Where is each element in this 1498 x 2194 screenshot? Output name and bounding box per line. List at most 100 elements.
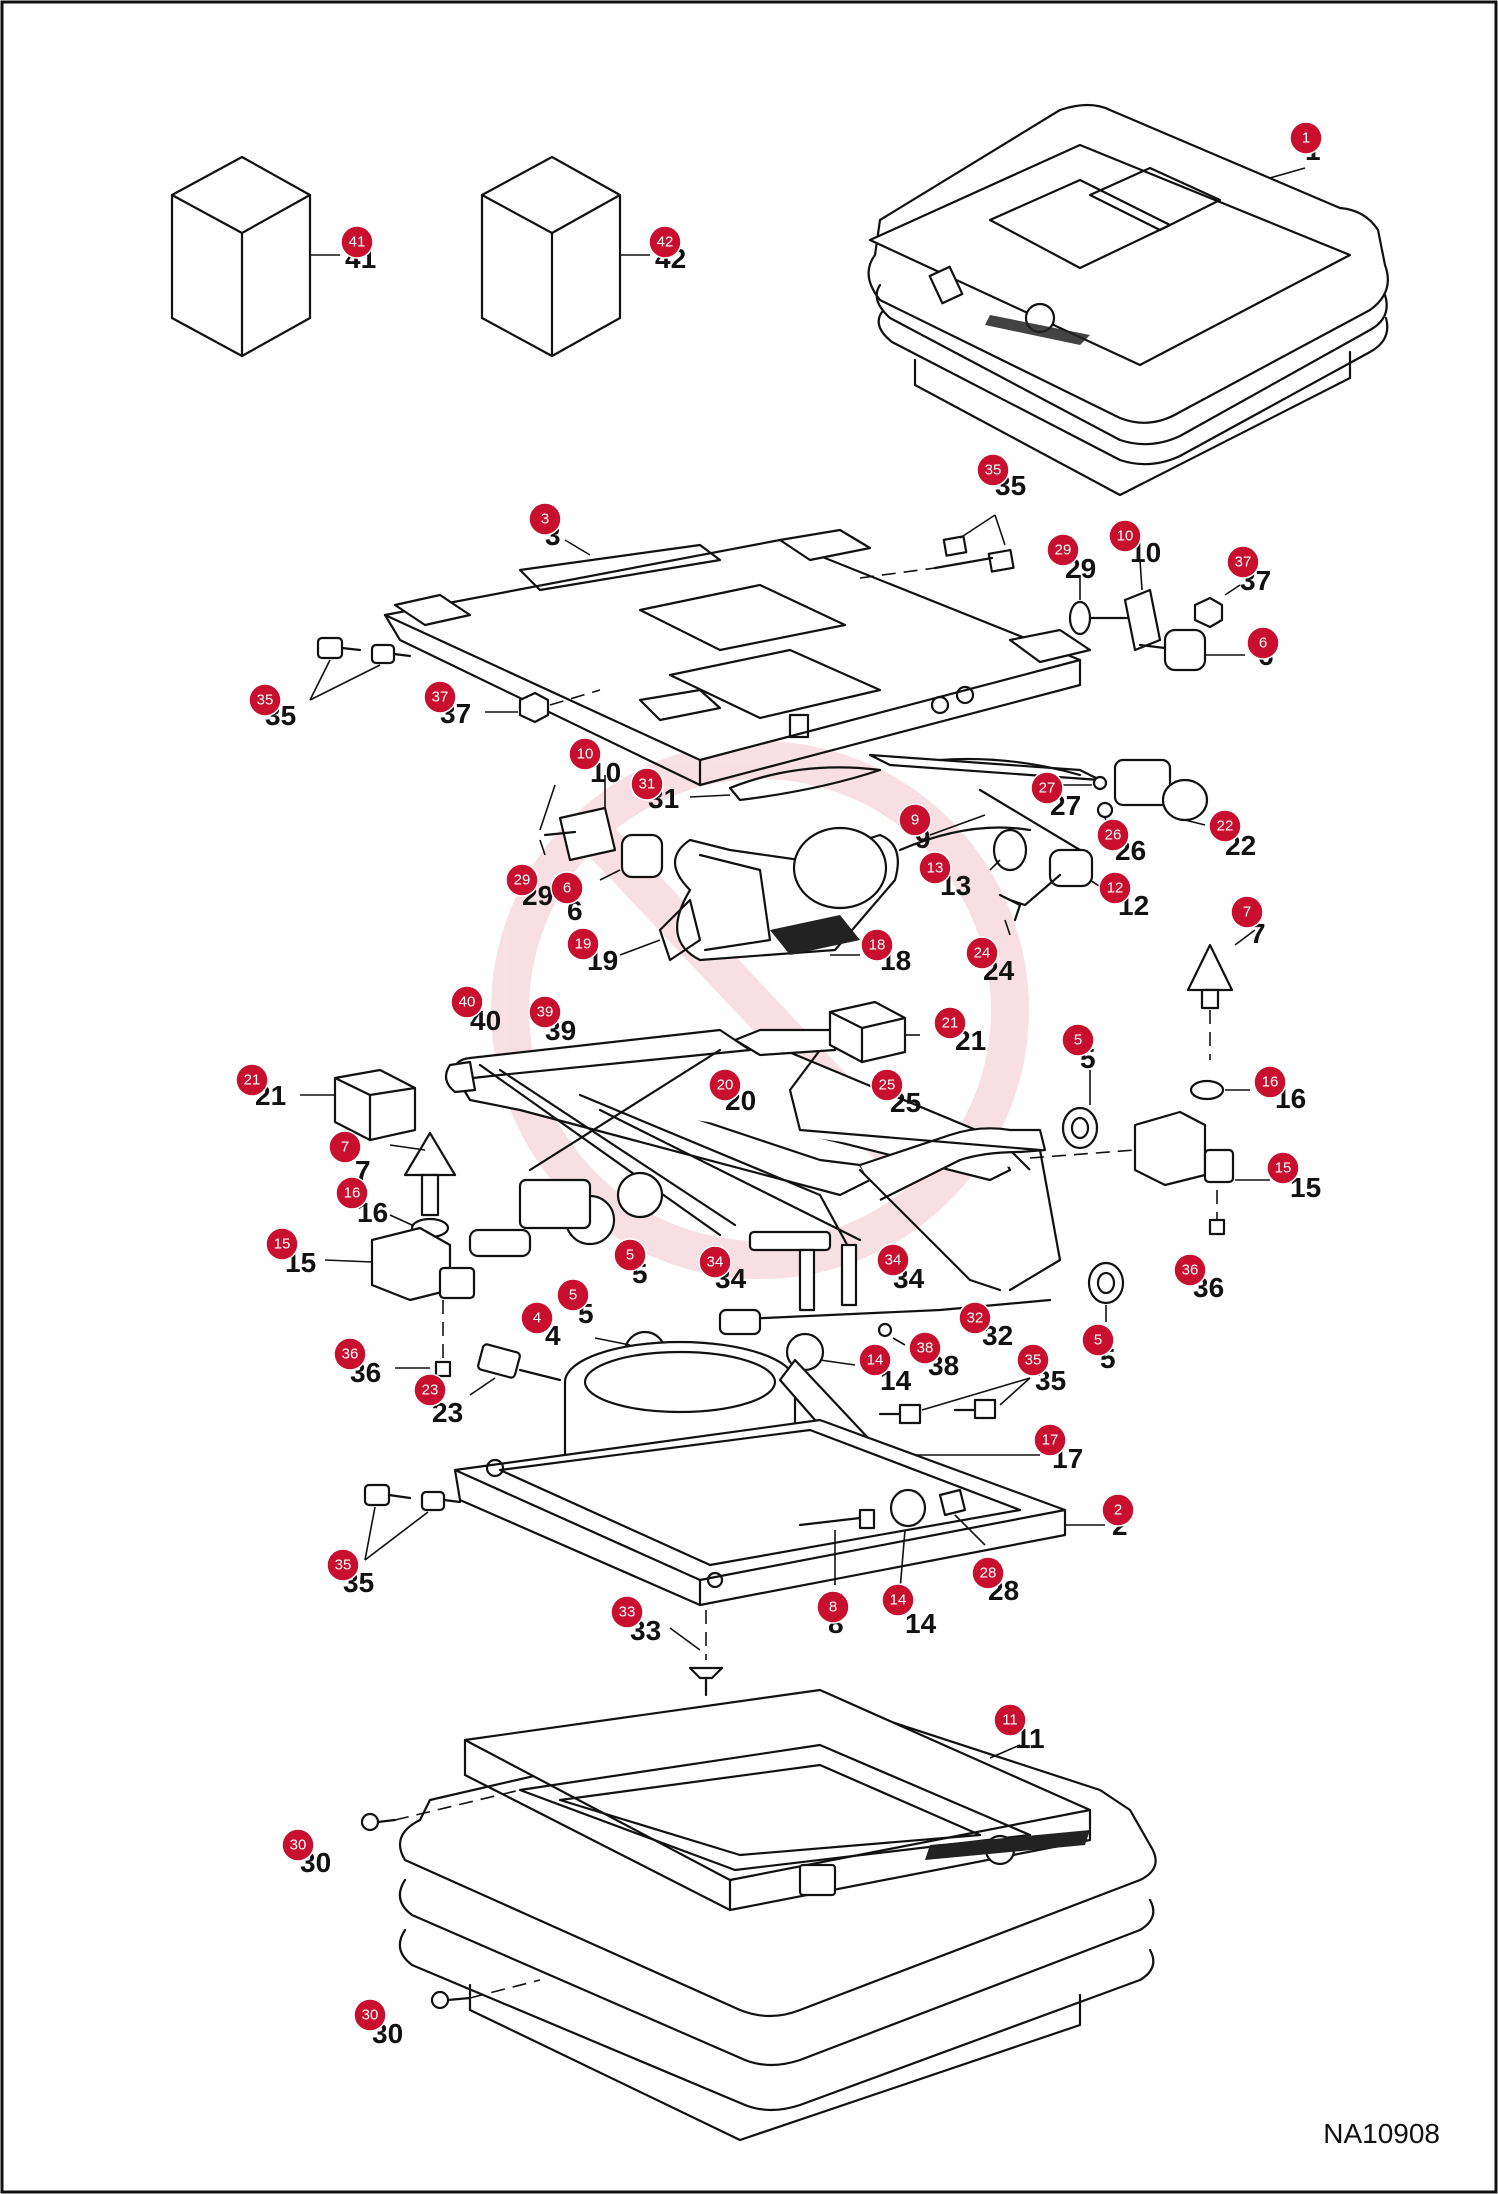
part-35-bolts-lower-left (363, 1483, 462, 1561)
bubble-37-left[interactable]: 37 (423, 680, 457, 714)
bubble-30-upper[interactable]: 30 (281, 1828, 315, 1862)
bubble-5-upper[interactable]: 5 (1061, 1023, 1095, 1057)
bubble-36-left[interactable]: 36 (333, 1337, 367, 1371)
svg-text:31: 31 (639, 776, 656, 793)
bubble-33[interactable]: 33 (610, 1595, 644, 1629)
bubble-37-upper[interactable]: 37 (1226, 545, 1260, 579)
bubble-28[interactable]: 28 (971, 1556, 1005, 1590)
svg-text:15: 15 (274, 1236, 291, 1253)
bubble-35-lower[interactable]: 35 (326, 1548, 360, 1582)
bubble-42[interactable]: 42 (648, 225, 682, 259)
bubble-18[interactable]: 18 (860, 928, 894, 962)
part-14-bushing-lower (889, 1488, 927, 1591)
bubble-9[interactable]: 9 (898, 803, 932, 837)
svg-text:30: 30 (362, 2007, 379, 2024)
svg-text:30: 30 (290, 1837, 307, 1854)
bubble-34-right[interactable]: 34 (876, 1243, 910, 1277)
bubble-6-upper[interactable]: 6 (1246, 626, 1280, 660)
bubble-22[interactable]: 22 (1208, 809, 1242, 843)
bubble-15-right[interactable]: 15 (1266, 1151, 1300, 1185)
bubble-5-lower-right[interactable]: 5 (1081, 1323, 1115, 1357)
svg-text:1: 1 (1302, 130, 1310, 147)
bubble-24[interactable]: 24 (965, 936, 999, 970)
part-30-screw-lower (430, 1979, 541, 2010)
part-6-knob-left (599, 833, 664, 881)
bubble-41[interactable]: 41 (340, 225, 374, 259)
part-7-cone-bumper-left (389, 1131, 457, 1217)
part-10-bracket-left (539, 775, 617, 862)
bubble-31[interactable]: 31 (630, 767, 664, 801)
svg-text:41: 41 (349, 234, 366, 251)
svg-text:8: 8 (829, 1599, 837, 1616)
bubble-15-left[interactable]: 15 (265, 1227, 299, 1261)
bubble-38[interactable]: 38 (908, 1331, 942, 1365)
bubble-14-lower[interactable]: 14 (881, 1583, 915, 1617)
bubble-11[interactable]: 11 (993, 1703, 1027, 1737)
svg-text:40: 40 (459, 994, 476, 1011)
svg-text:27: 27 (1039, 780, 1056, 797)
bubble-14-upper[interactable]: 14 (858, 1343, 892, 1377)
bubble-21-right[interactable]: 21 (933, 1006, 967, 1040)
svg-text:32: 32 (967, 1310, 984, 1327)
svg-text:37: 37 (432, 689, 449, 706)
part-16-washer-right (1189, 1079, 1250, 1101)
bubble-16-left[interactable]: 16 (335, 1176, 369, 1210)
bubble-27[interactable]: 27 (1030, 771, 1064, 805)
bubble-10-upper[interactable]: 10 (1108, 519, 1142, 553)
svg-text:23: 23 (422, 1382, 439, 1399)
bubble-10-left[interactable]: 10 (568, 737, 602, 771)
bubble-40[interactable]: 40 (450, 985, 484, 1019)
svg-text:35: 35 (1025, 1352, 1042, 1369)
svg-text:36: 36 (1182, 1262, 1199, 1279)
bubble-25[interactable]: 25 (870, 1068, 904, 1102)
bubble-17[interactable]: 17 (1033, 1423, 1067, 1457)
bubble-7-right[interactable]: 7 (1230, 895, 1264, 929)
bubble-26[interactable]: 26 (1096, 818, 1130, 852)
svg-text:34: 34 (707, 1254, 724, 1271)
part-10-bracket-upper (1123, 559, 1162, 652)
bubble-20[interactable]: 20 (708, 1068, 742, 1102)
bubble-34-left[interactable]: 34 (698, 1245, 732, 1279)
bubble-39[interactable]: 39 (528, 995, 562, 1029)
bubble-4[interactable]: 4 (520, 1301, 554, 1335)
bubble-12[interactable]: 12 (1098, 871, 1132, 905)
svg-text:35: 35 (985, 462, 1002, 479)
part-41-kit-box (170, 155, 340, 358)
svg-text:38: 38 (917, 1340, 934, 1357)
svg-text:20: 20 (717, 1077, 734, 1094)
bubble-30-lower[interactable]: 30 (353, 1998, 387, 2032)
bubble-16-right[interactable]: 16 (1253, 1065, 1287, 1099)
bubble-35-mid[interactable]: 35 (1016, 1343, 1050, 1377)
bubble-23[interactable]: 23 (413, 1373, 447, 1407)
svg-text:16: 16 (1262, 1074, 1279, 1091)
svg-text:29: 29 (1055, 542, 1072, 559)
bubble-32[interactable]: 32 (958, 1301, 992, 1335)
bubble-8[interactable]: 8 (816, 1590, 850, 1624)
bubble-36-right[interactable]: 36 (1173, 1253, 1207, 1287)
bubble-29-left[interactable]: 29 (505, 863, 539, 897)
part-6-knob-upper (1138, 628, 1245, 672)
svg-text:21: 21 (942, 1015, 959, 1032)
bubble-13[interactable]: 13 (918, 851, 952, 885)
svg-text:17: 17 (1042, 1432, 1059, 1449)
bubble-21-left[interactable]: 21 (235, 1063, 269, 1097)
svg-text:35: 35 (335, 1557, 352, 1574)
part-36-nut-right (1208, 1190, 1226, 1236)
bubble-6-left[interactable]: 6 (550, 871, 584, 905)
part-37-nut-left (485, 689, 601, 724)
bubble-35-left[interactable]: 35 (248, 683, 282, 717)
bubble-35-upper[interactable]: 35 (976, 453, 1010, 487)
svg-text:5: 5 (1074, 1032, 1082, 1049)
bubble-29-upper[interactable]: 29 (1046, 533, 1080, 567)
part-31-cable (689, 766, 882, 802)
bubble-1[interactable]: 1 (1289, 121, 1323, 155)
bubble-7-left[interactable]: 7 (328, 1130, 362, 1164)
part-29-pin-left (539, 830, 577, 856)
part-37-nut-upper (1193, 584, 1241, 629)
bubble-2[interactable]: 2 (1101, 1493, 1135, 1527)
bubble-5-lower-left[interactable]: 5 (556, 1278, 590, 1312)
bubble-5-mid[interactable]: 5 (613, 1238, 647, 1272)
bubble-3[interactable]: 3 (528, 502, 562, 536)
bubble-19[interactable]: 19 (566, 927, 600, 961)
svg-text:6: 6 (1259, 635, 1267, 652)
